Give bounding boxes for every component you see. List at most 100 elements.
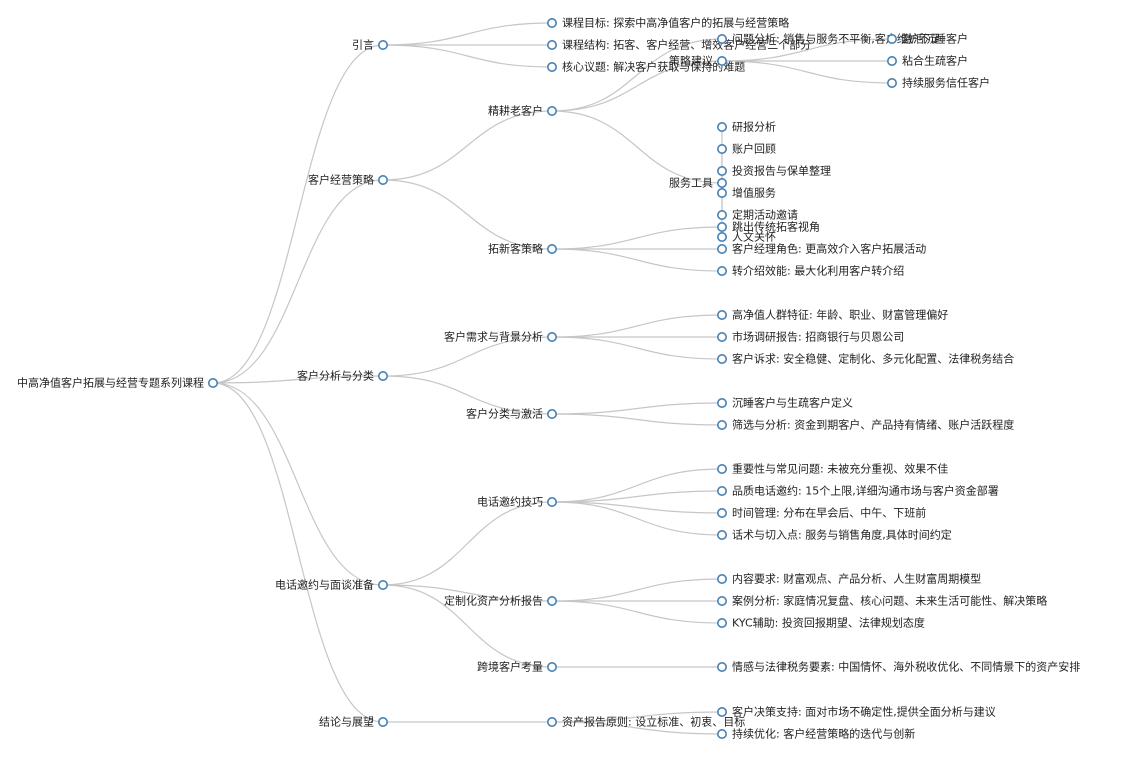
node-root-1-1-4[interactable]: 定期活动邀请 xyxy=(716,208,798,222)
node-toggle-icon[interactable] xyxy=(716,706,727,717)
node-root-3-2-0[interactable]: 情感与法律税务要素: 中国情怀、海外税收优化、不同情景下的资产安排 xyxy=(716,660,1080,674)
node-root-3-0-1[interactable]: 品质电话邀约: 15个上限,详细沟通市场与客户资金部署 xyxy=(716,484,999,498)
node-toggle-icon[interactable] xyxy=(716,232,727,243)
node-toggle-icon[interactable] xyxy=(716,55,727,66)
node-toggle-icon[interactable] xyxy=(377,370,388,381)
node-toggle-icon[interactable] xyxy=(716,595,727,606)
node-toggle-icon[interactable] xyxy=(716,485,727,496)
node-toggle-icon[interactable] xyxy=(716,222,727,233)
node-toggle-icon[interactable] xyxy=(716,507,727,518)
node-root-2-1[interactable]: 客户分类与激活 xyxy=(466,407,557,421)
node-root-3-1-2[interactable]: KYC辅助: 投资回报期望、法律规划态度 xyxy=(716,616,925,630)
node-root-2-0[interactable]: 客户需求与背景分析 xyxy=(444,330,557,344)
node-toggle-icon[interactable] xyxy=(208,377,219,388)
node-toggle-icon[interactable] xyxy=(716,573,727,584)
link-edge xyxy=(721,60,893,84)
node-root-1-1-1[interactable]: 账户回顾 xyxy=(716,142,776,156)
node-root-1-2[interactable]: 拓新客策略 xyxy=(488,242,557,256)
node-root-1-1-0[interactable]: 研报分析 xyxy=(716,120,776,134)
node-root-0-0[interactable]: 课程目标: 探索中高净值客户的拓展与经营策略 xyxy=(546,16,789,30)
link-edge xyxy=(382,44,553,68)
node-root-1-2-0[interactable]: 跳出传统拓客视角 xyxy=(716,220,820,234)
node-toggle-icon[interactable] xyxy=(377,39,388,50)
node-root-3-1-1[interactable]: 案例分析: 家庭情况复盘、核心问题、未来生活可能性、解决策略 xyxy=(716,594,1047,608)
node-root-3-0[interactable]: 电话邀约技巧 xyxy=(477,495,557,509)
node-root-4-2[interactable]: 持续优化: 客户经营策略的迭代与创新 xyxy=(716,727,915,741)
node-root-1-1[interactable]: 服务工具 xyxy=(669,177,727,190)
node-root-0-2[interactable]: 核心议题: 解决客户获取与保持的难题 xyxy=(546,60,745,74)
node-root-1-1-2[interactable]: 投资报告与保单整理 xyxy=(716,164,831,178)
node-root-2-0-1[interactable]: 市场调研报告: 招商银行与贝恩公司 xyxy=(716,330,904,344)
node-root-2-0-2[interactable]: 客户诉求: 安全稳健、定制化、多元化配置、法律税务结合 xyxy=(716,352,1014,366)
node-toggle-icon[interactable] xyxy=(886,55,897,66)
node-root-4-0[interactable]: 资产报告原则: 设立标准、初衷、目标 xyxy=(546,715,745,729)
node-toggle-icon[interactable] xyxy=(546,408,557,419)
node-root-1-1-5[interactable]: 人文关怀 xyxy=(716,230,776,244)
node-toggle-icon[interactable] xyxy=(886,33,897,44)
node-root-1-2-1[interactable]: 客户经理角色: 更高效介入客户拓展活动 xyxy=(716,242,926,256)
node-root-4-1[interactable]: 客户决策支持: 面对市场不确定性,提供全面分析与建议 xyxy=(716,705,996,719)
node-toggle-icon[interactable] xyxy=(716,397,727,408)
node-toggle-icon[interactable] xyxy=(716,166,727,177)
node-root-3[interactable]: 电话邀约与面谈准备 xyxy=(275,578,388,592)
node-toggle-icon[interactable] xyxy=(716,188,727,199)
node-root-3-1[interactable]: 定制化资产分析报告 xyxy=(444,594,557,608)
node-label: 引言 xyxy=(352,38,374,52)
node-root-3-0-0[interactable]: 重要性与常见问题: 未被充分重视、效果不佳 xyxy=(716,462,948,476)
node-toggle-icon[interactable] xyxy=(546,17,557,28)
node-root-2-1-0[interactable]: 沉睡客户与生疏客户定义 xyxy=(716,396,853,410)
link-edge xyxy=(551,501,723,514)
node-toggle-icon[interactable] xyxy=(377,716,388,727)
node-root-0-1[interactable]: 课程结构: 拓客、客户经营、增效客户经营三个部分 xyxy=(546,38,811,52)
node-toggle-icon[interactable] xyxy=(716,178,727,189)
node-toggle-icon[interactable] xyxy=(886,78,897,89)
node-root-1-0-1[interactable]: 策略建议 xyxy=(669,54,727,68)
node-toggle-icon[interactable] xyxy=(716,419,727,430)
node-root-3-1-0[interactable]: 内容要求: 财富观点、产品分析、人生财富周期模型 xyxy=(716,572,981,586)
node-toggle-icon[interactable] xyxy=(377,579,388,590)
node-toggle-icon[interactable] xyxy=(716,529,727,540)
node-toggle-icon[interactable] xyxy=(716,728,727,739)
node-toggle-icon[interactable] xyxy=(546,61,557,72)
node-root-1-0-1-1[interactable]: 粘合生疏客户 xyxy=(886,54,968,68)
node-toggle-icon[interactable] xyxy=(716,353,727,364)
node-toggle-icon[interactable] xyxy=(716,331,727,342)
node-root-3-0-2[interactable]: 时间管理: 分布在早会后、中午、下班前 xyxy=(716,506,926,520)
node-toggle-icon[interactable] xyxy=(716,265,727,276)
node-root-1-1-3[interactable]: 增值服务 xyxy=(716,186,776,200)
node-root-2-1-1[interactable]: 筛选与分析: 资金到期客户、产品持有情绪、账户活跃程度 xyxy=(716,418,1014,432)
node-toggle-icon[interactable] xyxy=(716,210,727,221)
node-root-1-0[interactable]: 精耕老客户 xyxy=(488,104,557,118)
node-toggle-icon[interactable] xyxy=(546,661,557,672)
node-label: 中高净值客户拓展与经营专题系列课程 xyxy=(17,376,204,390)
node-root-3-2[interactable]: 跨境客户考量 xyxy=(477,660,557,674)
node-toggle-icon[interactable] xyxy=(716,661,727,672)
node-root-1-2-2[interactable]: 转介绍效能: 最大化利用客户转介绍 xyxy=(716,264,904,278)
node-label: 研报分析 xyxy=(732,120,776,134)
node-root-4[interactable]: 结论与展望 xyxy=(319,715,388,729)
node-toggle-icon[interactable] xyxy=(546,595,557,606)
node-toggle-icon[interactable] xyxy=(546,716,557,727)
node-root[interactable]: 中高净值客户拓展与经营专题系列课程 xyxy=(17,376,219,390)
node-toggle-icon[interactable] xyxy=(546,496,557,507)
node-toggle-icon[interactable] xyxy=(716,463,727,474)
node-root-1[interactable]: 客户经营策略 xyxy=(308,173,388,187)
node-toggle-icon[interactable] xyxy=(716,309,727,320)
node-root-1-0-1-2[interactable]: 持续服务信任客户 xyxy=(886,76,990,90)
node-toggle-icon[interactable] xyxy=(546,39,557,50)
link-edge xyxy=(551,490,723,503)
node-toggle-icon[interactable] xyxy=(716,144,727,155)
node-root-0[interactable]: 引言 xyxy=(352,38,388,52)
node-toggle-icon[interactable] xyxy=(716,244,727,255)
node-toggle-icon[interactable] xyxy=(377,175,388,186)
node-toggle-icon[interactable] xyxy=(546,106,557,117)
node-root-3-0-3[interactable]: 话术与切入点: 服务与销售角度,具体时间约定 xyxy=(716,528,952,542)
node-root-2[interactable]: 客户分析与分类 xyxy=(297,369,388,383)
node-toggle-icon[interactable] xyxy=(716,122,727,133)
node-root-1-0-1-0[interactable]: 激活沉睡客户 xyxy=(886,32,968,46)
node-toggle-icon[interactable] xyxy=(716,33,727,44)
node-toggle-icon[interactable] xyxy=(716,617,727,628)
node-root-2-0-0[interactable]: 高净值人群特征: 年龄、职业、财富管理偏好 xyxy=(716,308,948,322)
node-toggle-icon[interactable] xyxy=(546,331,557,342)
node-toggle-icon[interactable] xyxy=(546,244,557,255)
